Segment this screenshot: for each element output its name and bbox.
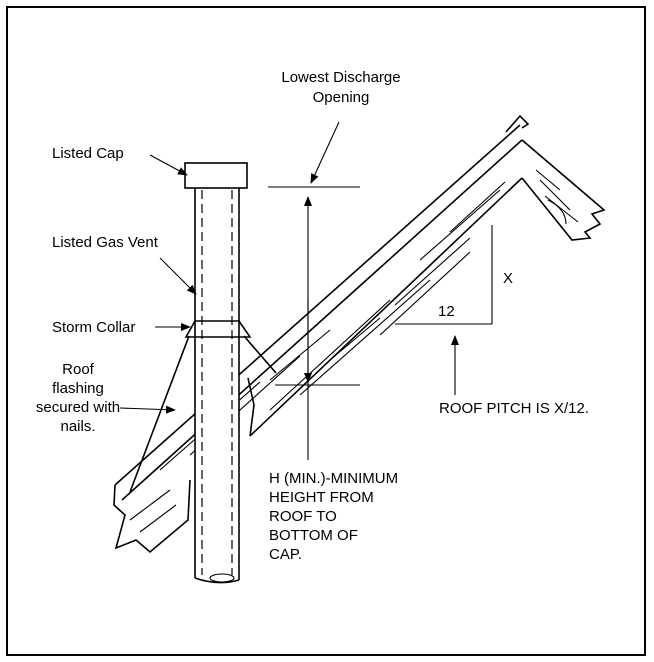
wood-grain <box>299 279 431 396</box>
wood-grain <box>129 489 177 533</box>
roof-flashing-label-line-2: flashing <box>52 380 104 397</box>
h-min-label-line-2: HEIGHT FROM <box>269 489 374 506</box>
roof-pitch-label: ROOF PITCH IS X/12. <box>439 400 589 417</box>
roof-top-edge <box>114 124 521 486</box>
roof-flashing-label-line-1: Roof <box>62 361 95 378</box>
wood-knot <box>547 199 567 225</box>
listed-cap-shape <box>184 162 248 189</box>
pitch-dimension <box>395 225 493 395</box>
wood-grain <box>535 169 579 223</box>
h-min-label-line-1: H (MIN.)-MINIMUM <box>269 470 398 487</box>
wood-grain <box>449 181 506 233</box>
rise-x-label: X <box>503 270 513 287</box>
listed-cap-leader <box>149 154 188 176</box>
storm-collar-shape <box>184 320 252 338</box>
rafter-bottom-edge <box>249 177 523 437</box>
gas-vent-pipe <box>194 187 240 584</box>
rafter-left-end <box>247 377 255 437</box>
listed-cap-label: Listed Cap <box>52 145 124 162</box>
roof-flashing-label-line-4: nails. <box>60 418 95 435</box>
roof-left-cut <box>113 479 191 554</box>
h-min-label-line-4: BOTTOM OF <box>269 527 358 544</box>
h-min-label-line-3: ROOF TO <box>269 508 337 525</box>
wood-grain <box>379 251 471 336</box>
listed-gas-vent-label: Listed Gas Vent <box>52 234 159 251</box>
wood-grain <box>269 329 331 381</box>
roof-flashing-label-line-3: secured with <box>36 399 120 416</box>
wood-grain <box>329 237 471 361</box>
roof-flashing-leader <box>119 405 176 414</box>
height-dimension <box>268 186 360 460</box>
flashing-right-edge <box>243 335 277 374</box>
right-rafter <box>521 139 606 241</box>
storm-collar-label: Storm Collar <box>52 319 135 336</box>
diagram-frame <box>6 6 646 656</box>
pipe-bottom-ellipse <box>209 573 235 583</box>
ridge-cap <box>505 114 530 133</box>
wood-grain <box>419 189 501 261</box>
roof-flashing <box>129 335 277 493</box>
listed-gas-vent-leader <box>159 257 197 295</box>
wood-grain <box>269 299 391 411</box>
flashing-left-edge <box>129 335 190 493</box>
run-12-label: 12 <box>438 303 455 320</box>
pipe-bottom <box>194 577 240 584</box>
lowest-discharge-label-line-1: Lowest Discharge <box>281 69 400 86</box>
lowest-discharge-label-line-2: Opening <box>313 89 370 106</box>
lowest-discharge-leader <box>310 121 340 184</box>
roof-sheathing-edge <box>121 139 523 501</box>
h-min-label-line-5: CAP. <box>269 546 302 563</box>
